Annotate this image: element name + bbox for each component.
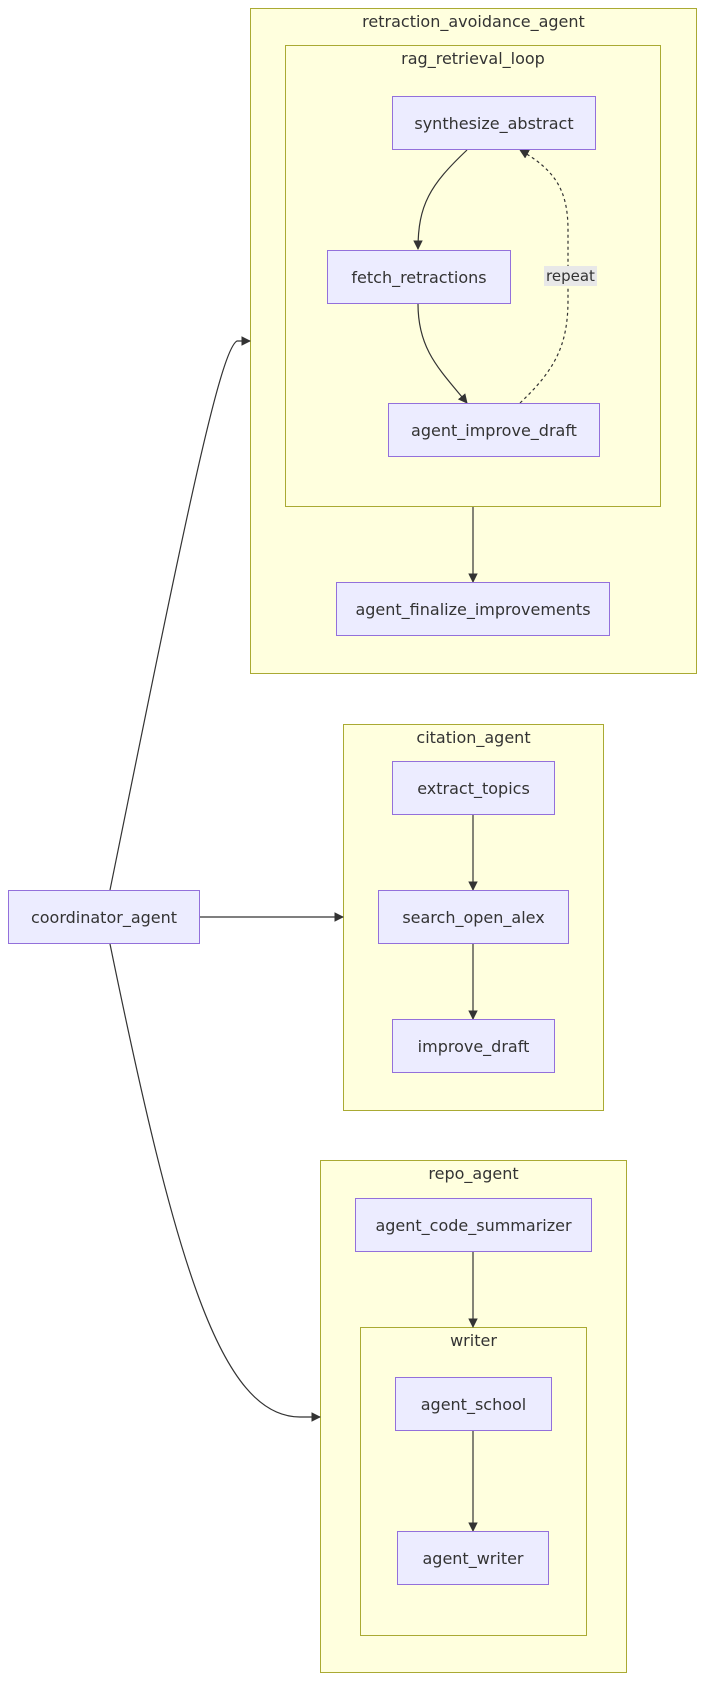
edge-repeat xyxy=(519,149,569,404)
node-agent-writer[interactable]: agent_writer xyxy=(397,1531,549,1585)
edge-coordinator-to-repo xyxy=(109,943,321,1422)
node-agent-code-summarizer[interactable]: agent_code_summarizer xyxy=(355,1198,592,1252)
node-agent-improve-draft[interactable]: agent_improve_draft xyxy=(388,403,600,457)
cluster-title: repo_agent xyxy=(428,1164,519,1183)
edge-coordinator-to-retraction xyxy=(109,336,251,891)
edge-fetch-to-improve xyxy=(417,303,468,404)
node-synthesize-abstract[interactable]: synthesize_abstract xyxy=(392,96,596,150)
cluster-title: retraction_avoidance_agent xyxy=(362,12,585,31)
edge-synthesize-to-fetch xyxy=(413,149,468,250)
cluster-title: citation_agent xyxy=(416,728,531,747)
node-agent-finalize-improvements[interactable]: agent_finalize_improvements xyxy=(336,582,610,636)
node-agent-school[interactable]: agent_school xyxy=(395,1377,552,1431)
node-extract-topics[interactable]: extract_topics xyxy=(392,761,555,815)
node-coordinator-agent[interactable]: coordinator_agent xyxy=(8,890,200,944)
node-fetch-retractions[interactable]: fetch_retractions xyxy=(327,250,511,304)
node-improve-draft[interactable]: improve_draft xyxy=(392,1019,555,1073)
cluster-title: writer xyxy=(450,1331,497,1350)
edge-label-repeat: repeat xyxy=(544,266,597,286)
node-search-open-alex[interactable]: search_open_alex xyxy=(378,890,569,944)
cluster-title: rag_retrieval_loop xyxy=(401,49,545,68)
